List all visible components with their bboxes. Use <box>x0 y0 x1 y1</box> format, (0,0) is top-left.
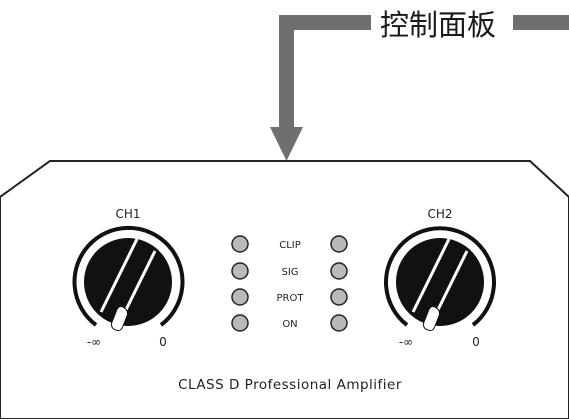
prot-label: PROT <box>277 293 305 304</box>
ch2-on-led <box>330 314 348 332</box>
channel-2-scale-max: 0 <box>472 335 480 349</box>
channel-1-scale-max: 0 <box>159 335 167 349</box>
channel-1-scale-min: -∞ <box>87 335 101 349</box>
indicator-on: ON <box>231 314 348 332</box>
ch2-sig-led <box>330 262 348 280</box>
callout-right-bar <box>513 15 569 30</box>
channel-1-volume-knob[interactable] <box>84 238 172 331</box>
callout-arrow-head <box>270 127 303 161</box>
channel-2-volume-knob[interactable] <box>396 238 484 331</box>
sig-label: SIG <box>281 267 298 278</box>
indicator-sig: SIG <box>231 262 348 280</box>
channel-2-label: CH2 <box>427 207 452 221</box>
on-label: ON <box>282 319 297 330</box>
channel-2-scale-min: -∞ <box>399 335 413 349</box>
channel-2-scale-arc <box>384 226 496 327</box>
callout-label: 控制面板 <box>380 8 496 42</box>
ch1-sig-led <box>231 262 249 280</box>
ch1-clip-led <box>231 235 249 253</box>
callout-vertical-bar <box>279 15 294 127</box>
channel-2: CH2 -∞ 0 <box>384 207 496 349</box>
channel-1-scale-arc <box>72 225 185 327</box>
channel-1: CH1 -∞ 0 <box>72 207 185 349</box>
ch2-clip-led <box>330 235 348 253</box>
ch2-prot-led <box>330 288 348 306</box>
front-panel-outline <box>0 160 569 419</box>
indicator-clip: CLIP <box>231 235 348 253</box>
indicator-panel: CLIP SIG PROT ON <box>231 235 348 332</box>
clip-label: CLIP <box>279 240 301 251</box>
callout-left-bar <box>279 15 371 30</box>
brand-text: CLASS D Professional Amplifier <box>178 377 402 393</box>
indicator-prot: PROT <box>231 288 348 306</box>
ch1-on-led <box>231 314 249 332</box>
channel-1-label: CH1 <box>115 207 140 221</box>
ch1-prot-led <box>231 288 249 306</box>
callout-pointer <box>270 15 569 161</box>
